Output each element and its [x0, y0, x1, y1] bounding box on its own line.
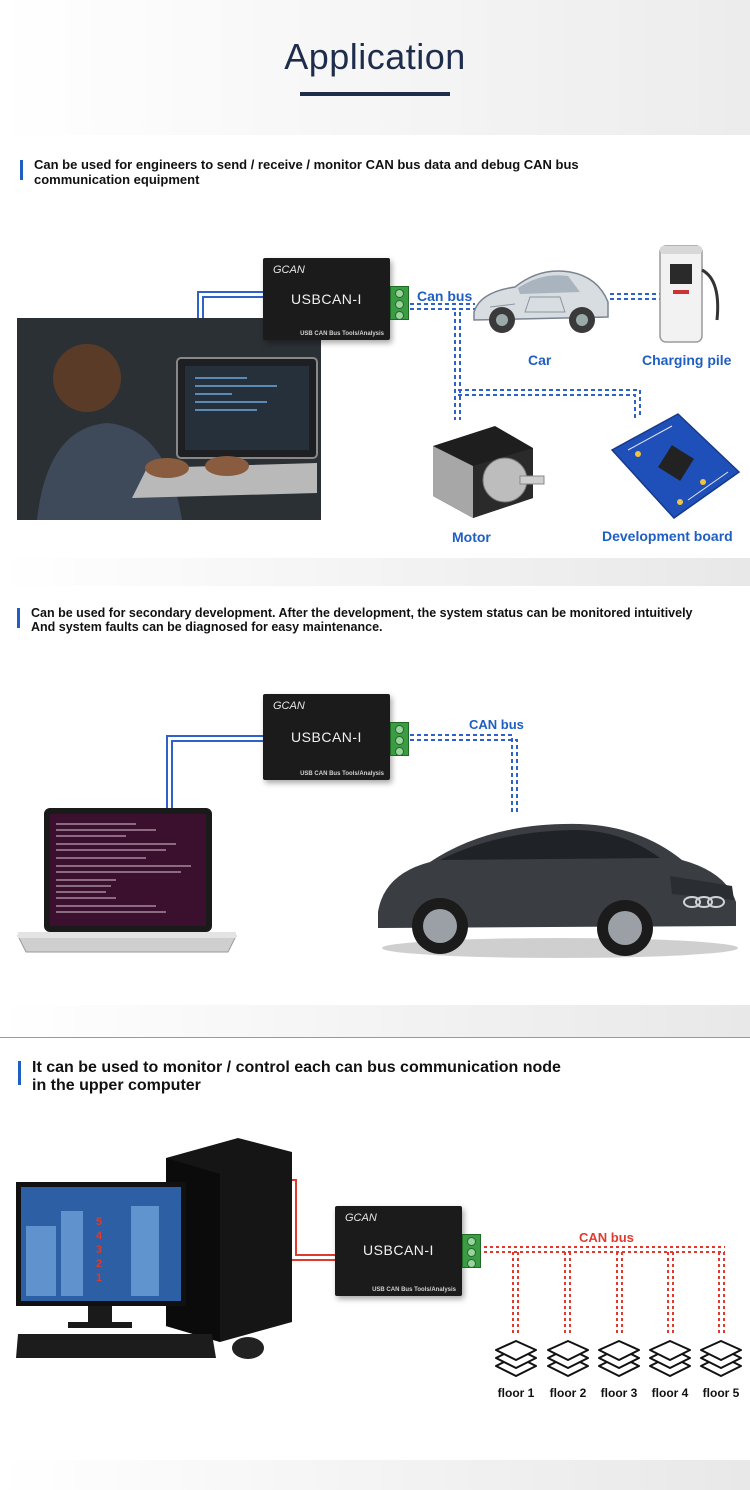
can-bus-label-1: Can bus	[417, 288, 473, 304]
floor-label-1: floor 1	[497, 1386, 535, 1400]
motor-label: Motor	[452, 529, 491, 545]
charging-pile-label: Charging pile	[642, 352, 732, 368]
device-subtitle: USB CAN Bus Tools/Analysis	[300, 331, 384, 337]
floor-node-5	[699, 1340, 743, 1385]
layers-icon	[547, 1340, 589, 1377]
monitor-node-list: 5 4 3 2 1	[96, 1216, 102, 1286]
floor-label-2: floor 2	[549, 1386, 587, 1400]
can-bus-label-3: CAN bus	[579, 1230, 634, 1245]
layers-icon	[598, 1340, 640, 1377]
can-bus-lines-3	[478, 1246, 725, 1335]
terminal-connector-1	[390, 286, 409, 320]
section3-heading-line2: in the upper computer	[32, 1077, 201, 1095]
floor-label-5: floor 5	[702, 1386, 740, 1400]
development-board-label: Development board	[602, 528, 733, 544]
terminal-connector-3	[462, 1234, 481, 1268]
device-model: USBCAN-I	[291, 291, 362, 307]
usbcan-device-2: GCAN USBCAN-I USB CAN Bus Tools/Analysis	[263, 694, 390, 780]
title-underline	[300, 92, 450, 96]
usbcan-device-1: GCAN USBCAN-I USB CAN Bus Tools/Analysis	[263, 258, 390, 340]
heading-accent-bar	[17, 608, 20, 628]
terminal-connector-2	[390, 722, 409, 756]
layers-icon	[495, 1340, 537, 1377]
section1-heading: Can be used for engineers to send / rece…	[20, 157, 579, 188]
header-band	[0, 0, 750, 135]
layers-icon	[649, 1340, 691, 1377]
page-title: Application	[284, 36, 466, 77]
device-brand: GCAN	[273, 700, 305, 712]
heading-accent-bar	[18, 1061, 21, 1085]
desktop-computer-image: 5 4 3 2 1	[16, 1136, 294, 1366]
section3-heading: It can be used to monitor / control each…	[18, 1059, 561, 1096]
device-subtitle: USB CAN Bus Tools/Analysis	[372, 1287, 456, 1293]
monitor-node-1: 1	[96, 1272, 103, 1284]
section2-heading: Can be used for secondary development. A…	[17, 606, 693, 635]
device-model: USBCAN-I	[363, 1242, 434, 1258]
car-label: Car	[528, 352, 552, 368]
monitor-node-3: 3	[96, 1244, 103, 1256]
divider-band-2	[0, 1005, 750, 1037]
monitor-node-2: 2	[96, 1258, 103, 1270]
engineer-laptop-photo	[17, 318, 321, 520]
layers-icon	[700, 1340, 742, 1377]
charging-pile-image	[655, 240, 725, 344]
device-subtitle: USB CAN Bus Tools/Analysis	[300, 771, 384, 777]
device-brand: GCAN	[345, 1212, 377, 1224]
section3-heading-line1: It can be used to monitor / control each…	[32, 1059, 561, 1076]
can-bus-lines-1	[410, 293, 660, 420]
section2-heading-line2: And system faults can be diagnosed for e…	[31, 620, 383, 635]
footer-band	[0, 1460, 750, 1490]
laptop-terminal-image	[16, 806, 238, 956]
car-image	[470, 262, 612, 338]
divider-band-1	[0, 558, 750, 586]
development-board-image	[608, 410, 743, 522]
monitor-node-5: 5	[96, 1216, 103, 1228]
floor-node-3	[597, 1340, 641, 1385]
usbcan-device-3: GCAN USBCAN-I USB CAN Bus Tools/Analysis	[335, 1206, 462, 1296]
floor-label-3: floor 3	[600, 1386, 638, 1400]
floor-label-4: floor 4	[651, 1386, 689, 1400]
floor-node-2	[546, 1340, 590, 1385]
heading-accent-bar	[20, 160, 23, 180]
sedan-car-image	[370, 816, 742, 962]
section1-heading-line1: Can be used for engineers to send / rece…	[34, 157, 579, 172]
floor-node-4	[648, 1340, 692, 1385]
section2-heading-line1: Can be used for secondary development. A…	[31, 606, 693, 620]
monitor-node-4: 4	[96, 1230, 103, 1242]
can-bus-label-2: CAN bus	[469, 717, 524, 732]
device-model: USBCAN-I	[291, 729, 362, 745]
section1-heading-line2: communication equipment	[34, 171, 200, 187]
divider-line	[0, 1037, 750, 1038]
usb-cable-2	[166, 735, 263, 808]
device-brand: GCAN	[273, 264, 305, 276]
motor-image	[425, 418, 547, 522]
can-bus-lines-2	[410, 734, 518, 815]
floor-node-1	[494, 1340, 538, 1385]
